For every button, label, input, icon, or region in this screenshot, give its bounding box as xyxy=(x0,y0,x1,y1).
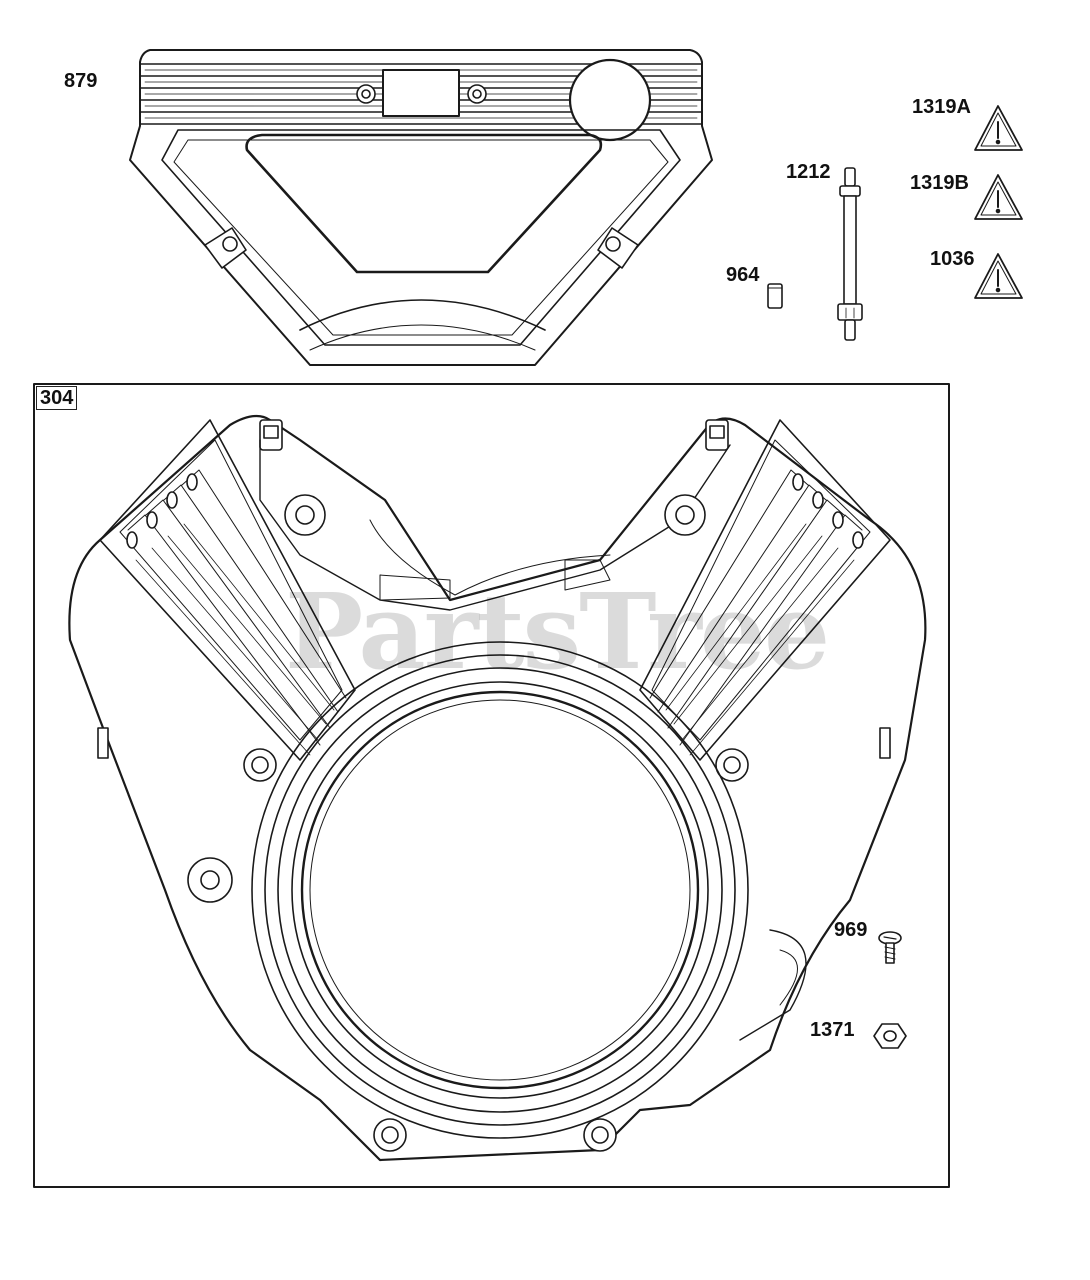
warning-triangle-icon xyxy=(974,253,1023,299)
watermark: PartsTree xyxy=(285,570,830,693)
callout-304[interactable]: 304 xyxy=(36,386,78,410)
callout-969[interactable]: 969 xyxy=(834,919,868,941)
assembly-frame-304 xyxy=(33,383,950,1188)
warning-triangle-icon xyxy=(974,174,1023,220)
callout-1371[interactable]: 1371 xyxy=(810,1019,855,1041)
housing-304-drawing xyxy=(68,414,927,1162)
callout-1319B[interactable]: 1319B xyxy=(910,172,969,194)
warning-triangle-icon xyxy=(974,105,1023,151)
callout-964[interactable]: 964 xyxy=(726,264,760,286)
callout-1319A[interactable]: 1319A xyxy=(912,96,971,118)
cover-879-drawing xyxy=(129,49,713,366)
screw-icon xyxy=(878,931,902,964)
stud-1212-drawing xyxy=(837,167,863,341)
hex-nut-icon xyxy=(873,1023,907,1049)
callout-879[interactable]: 879 xyxy=(64,70,98,92)
callout-1036[interactable]: 1036 xyxy=(930,248,975,270)
callout-1212[interactable]: 1212 xyxy=(786,161,831,183)
pin-964-drawing xyxy=(767,283,783,309)
